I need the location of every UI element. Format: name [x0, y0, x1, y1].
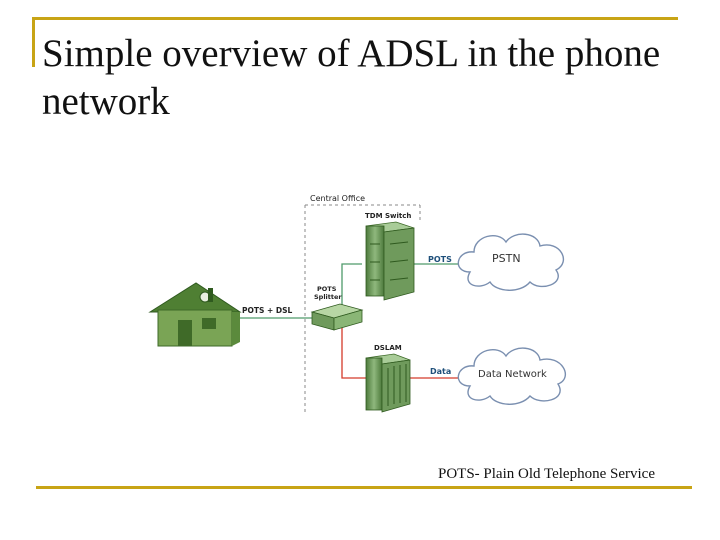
- data-network-cloud-icon: [457, 347, 567, 405]
- pstn-cloud-icon: [457, 233, 564, 291]
- dslam-label: DSLAM: [374, 344, 402, 352]
- slide-title: Simple overview of ADSL in the phone net…: [42, 32, 661, 123]
- pots-caption: POTS- Plain Old Telephone Service: [438, 466, 655, 482]
- pstn-cloud-label: PSTN: [492, 252, 521, 265]
- bottom-rule: [36, 486, 692, 489]
- tdm-switch-label: TDM Switch: [365, 212, 411, 220]
- pots-splitter-icon: [310, 303, 364, 331]
- top-rule: [32, 17, 678, 20]
- pots-splitter-label-line1: POTS: [317, 285, 337, 293]
- data-line: [341, 326, 366, 379]
- pots-splitter-label-line2: Splitter: [314, 293, 342, 301]
- house-icon: [148, 282, 242, 347]
- pots-link-label: POTS: [428, 255, 452, 264]
- data-network-cloud-label: Data Network: [478, 369, 547, 380]
- dslam-icon: [365, 353, 411, 413]
- home-link-label: POTS + DSL: [242, 306, 293, 315]
- left-rule: [32, 17, 35, 67]
- data-link-label: Data: [430, 367, 451, 376]
- central-office-label: Central Office: [310, 194, 365, 203]
- pots-line: [341, 263, 362, 316]
- central-office-boundary: [304, 204, 421, 415]
- tdm-switch-icon: [365, 221, 415, 301]
